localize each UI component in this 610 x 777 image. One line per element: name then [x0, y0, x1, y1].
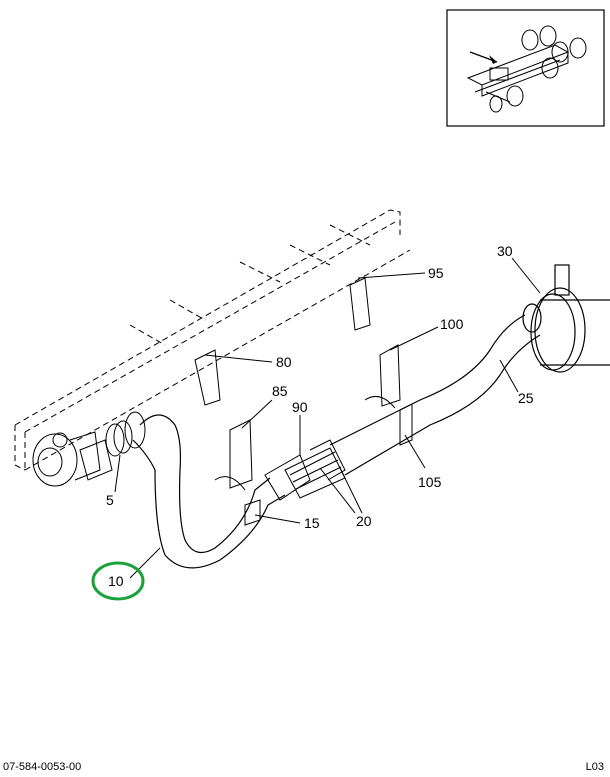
leader-5 — [114, 454, 121, 493]
highlight-circle — [91, 561, 145, 601]
callout-15: 15 — [304, 515, 320, 531]
leader-15 — [254, 514, 301, 524]
leader-30 — [511, 257, 541, 294]
callout-105: 105 — [418, 474, 442, 490]
callout-90: 90 — [292, 399, 308, 415]
callout-25: 25 — [518, 390, 534, 406]
callout-80: 80 — [276, 354, 292, 370]
clamp-ring — [105, 411, 146, 457]
leader-95 — [357, 272, 426, 279]
callout-10: 10 — [108, 573, 124, 589]
exhaust-pipe — [132, 414, 286, 569]
leader-80 — [204, 354, 273, 363]
leader-20a — [319, 467, 356, 514]
leader-85 — [241, 399, 273, 429]
callout-20: 20 — [356, 513, 372, 529]
muffler — [522, 264, 610, 373]
callout-5: 5 — [106, 492, 114, 508]
leader-lines — [114, 257, 541, 579]
leader-100 — [389, 326, 439, 351]
leader-20b — [339, 467, 363, 514]
document-number: 07-584-0053-00 — [3, 761, 82, 773]
callout-85: 85 — [272, 383, 288, 399]
leader-105 — [404, 434, 426, 469]
turbocharger — [32, 431, 113, 487]
sheet-code: L03 — [585, 761, 604, 773]
callout-95: 95 — [428, 265, 444, 281]
frame-rail — [14, 209, 411, 471]
callout-100: 100 — [440, 316, 464, 332]
leader-10 — [129, 547, 161, 579]
flex-pipe — [264, 439, 346, 501]
locator-inset — [446, 9, 605, 127]
brackets — [194, 277, 413, 526]
leader-25 — [499, 359, 519, 393]
callout-30: 30 — [497, 243, 513, 259]
main-pipe — [329, 314, 541, 476]
